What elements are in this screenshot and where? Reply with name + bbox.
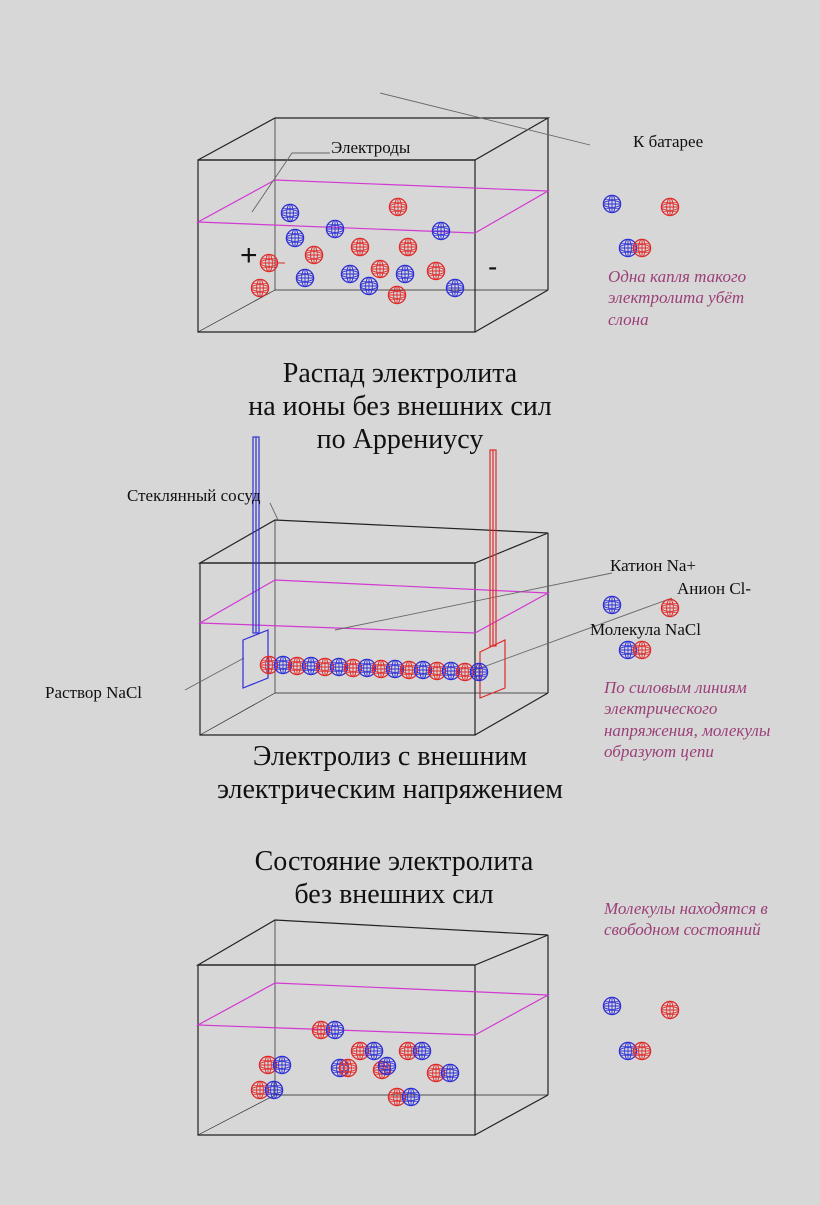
plus-sign: + [240,239,258,272]
liquid-level-3 [195,982,551,1036]
liquid-level-1 [195,179,551,234]
note-3: Молекулы находятся в свободном состояний [604,898,768,941]
vessel-label: Стеклянный сосуд [127,486,261,505]
note-2: По силовым линиям электрического напряже… [604,677,770,763]
anion-ion [660,197,680,217]
molecule-cation [401,1087,421,1107]
note-line: образуют цепи [604,742,714,762]
electrode-negative [479,449,506,699]
title-line: электрическим напряжением [216,773,564,805]
anion-ion [660,1000,680,1020]
molecule-anion [338,1058,358,1078]
cation-ion [602,595,622,615]
cation-ion [295,268,315,288]
title-line: Состояние электролита [254,846,534,877]
note-line: слона [608,309,649,329]
molecule-anion [632,238,652,258]
ion-chain [259,655,489,682]
note-line: электролита убёт [608,288,745,308]
note-line: Молекулы находятся в [604,899,768,918]
cation-ion [285,228,305,248]
anion-ion [426,261,446,281]
anion-ion [388,197,408,217]
liquid-level-2 [197,579,551,634]
box-2 [197,519,549,736]
cation-ion [340,264,360,284]
note-line: Одна капля такого [608,267,747,286]
anion-ion [250,278,270,298]
anion-ion [304,245,324,265]
solution-label: Раствор NaCl [45,683,143,702]
cation-ion [395,264,415,284]
anion-ion [398,237,418,257]
molecule-anion [632,1041,652,1061]
cation-ion [325,219,345,239]
cation-ion [445,278,465,298]
title-line: по Аррениусу [316,423,484,455]
cation-ion [602,194,622,214]
box-3 [195,919,549,1136]
ions-box-1 [250,197,465,305]
molecule-cation [264,1080,284,1100]
minus-sign: - [488,251,498,282]
molecule-label: Молекула NaCl [590,620,701,639]
title-line: на ионы без внешних сил [248,390,552,422]
molecule-cation [272,1055,292,1075]
title-line: Распад электролита [282,358,518,389]
electrode-positive [242,436,269,689]
note-line: По силовым линиям [604,678,747,697]
pointer-lines-1 [251,92,591,213]
note-line: напряжения, молекулы [604,720,771,740]
battery-label: К батарее [633,132,704,151]
cation-label: Катион Na+ [610,556,697,575]
legend-ions-3 [602,996,680,1061]
molecule-anion [632,640,652,660]
molecule-cation [412,1041,432,1061]
title-line: Электролиз с внешним [252,741,528,772]
title-line: без внешних сил [294,878,494,910]
cation-ion [280,203,300,223]
note-1: Одна капля такого электролита убёт слона [608,266,746,330]
anion-ion [387,285,407,305]
cation-ion [431,221,451,241]
anion-ion [259,253,279,273]
section-title-1: Распад электролита на ионы без внешних с… [200,358,600,456]
molecule-cation [364,1041,384,1061]
molecule-cation [440,1063,460,1083]
molecule-cation [325,1020,345,1040]
legend-ions-1 [602,194,680,258]
anion-ion [660,598,680,618]
anion-label: Анион Cl- [677,579,752,598]
molecules-box-3 [250,1020,460,1107]
section-title-2: Электролиз с внешним электрическим напря… [190,741,590,807]
pointer-lines-2 [184,502,673,691]
cation-ion [602,996,622,1016]
cation-ion [359,276,379,296]
note-line: свободном состояний [604,920,761,940]
anion-ion [370,259,390,279]
section-title-3: Состояние электролита без внешних сил [194,846,594,912]
molecule-cation [377,1056,397,1076]
anion-ion [350,237,370,257]
note-line: электрического [604,699,718,719]
box-1 [197,117,551,333]
electrodes-label: Электроды [331,138,411,157]
cation-ion [469,662,489,682]
